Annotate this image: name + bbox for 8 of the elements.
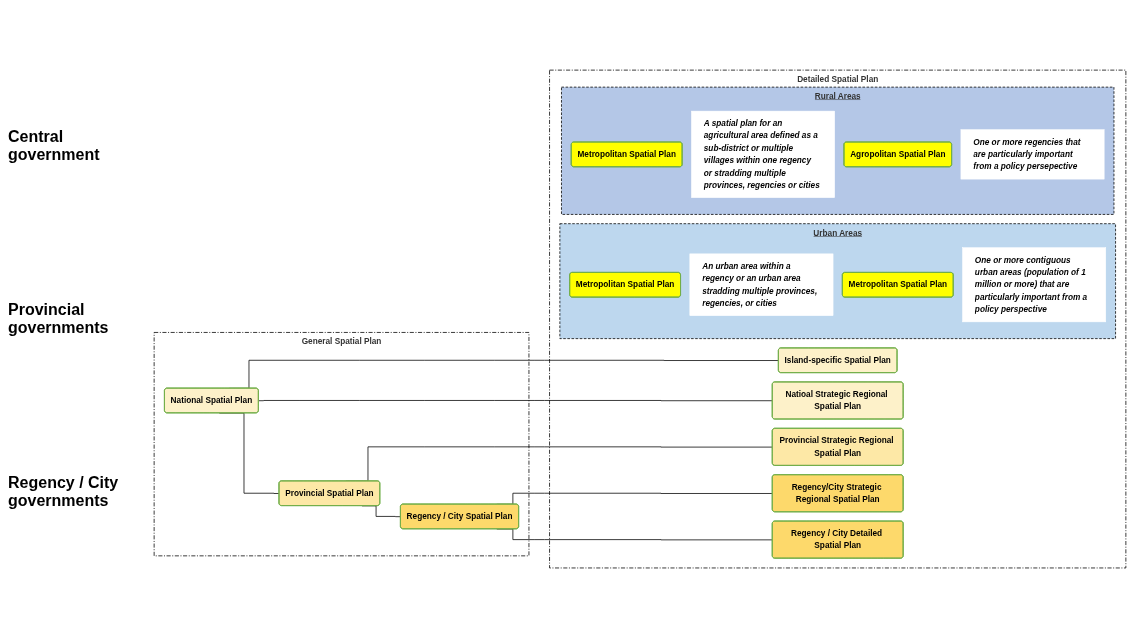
node-box: An urban area within a regency or an urban area stradding multiple provinces, regencies, or cities — [689, 253, 834, 316]
row-label: Regency / City governments — [8, 473, 120, 510]
node-box: A spatial plan for an agricultural area defined as a sub-district or multiple villages within one regency or stradding multiple provinces, regencies or cities — [691, 110, 835, 198]
node-box: One or more contiguous urban areas (population of 1 million or more) that are particularly important from a policy perspective — [962, 247, 1107, 323]
node-box: One or more regencies that are particularly important from a policy persepective — [960, 129, 1105, 180]
connector — [258, 400, 773, 402]
row-label: Provincial governments — [8, 301, 110, 337]
row-label: Central government — [8, 128, 101, 165]
